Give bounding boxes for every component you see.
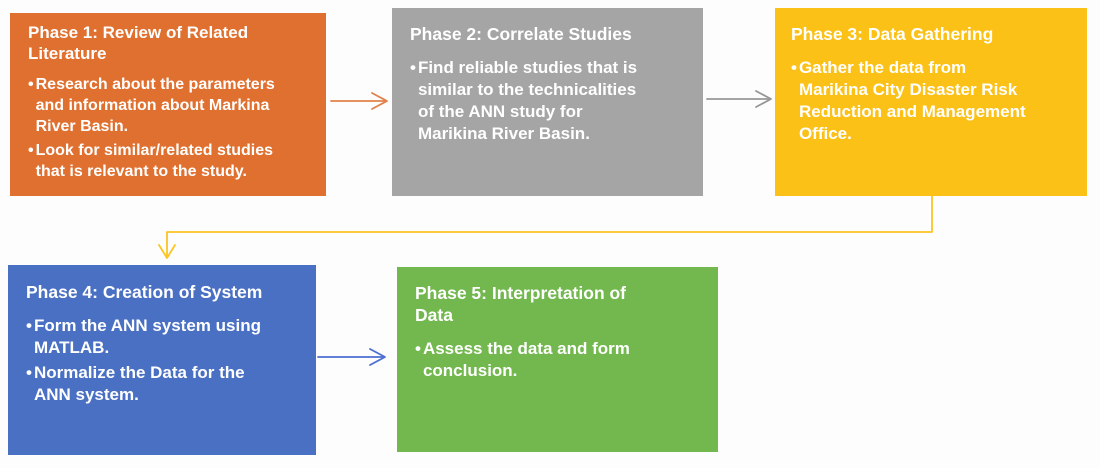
phase-2-box: Phase 2: Correlate Studies • Find reliab… bbox=[392, 8, 703, 196]
phase-5-box: Phase 5: Interpretation of Data • Assess… bbox=[397, 267, 718, 452]
bullet-icon: • bbox=[415, 339, 421, 358]
arrow-phase1-to-phase2-icon bbox=[330, 92, 388, 110]
phase-4-bullet-1: • Form the ANN system using MATLAB. bbox=[26, 315, 298, 359]
phase-4-bullet-1-text: Form the ANN system using MATLAB. bbox=[33, 316, 261, 357]
phase-1-box: Phase 1: Review of Related Literature • … bbox=[10, 13, 326, 196]
phase-3-box: Phase 3: Data Gathering • Gather the dat… bbox=[775, 8, 1087, 196]
phase-5-bullet-1-text: Assess the data and form conclusion. bbox=[422, 339, 630, 380]
phase-3-bullet-1-text: Gather the data from Marikina City Disas… bbox=[798, 58, 1026, 143]
phase-2-bullet-1-text: Find reliable studies that is similar to… bbox=[417, 58, 638, 143]
bullet-icon: • bbox=[410, 58, 416, 77]
phase-4-title: Phase 4: Creation of System bbox=[26, 282, 263, 302]
bullet-icon: • bbox=[26, 316, 32, 335]
bullet-icon: • bbox=[26, 363, 32, 382]
phase-1-title: Phase 1: Review of Related Literature bbox=[28, 23, 249, 63]
phase-3-bullet-1: • Gather the data from Marikina City Dis… bbox=[791, 57, 1071, 145]
phase-2-bullet-1: • Find reliable studies that is similar … bbox=[410, 57, 685, 145]
arrow-phase3-to-phase4-icon bbox=[158, 195, 933, 259]
phase-3-title: Phase 3: Data Gathering bbox=[791, 24, 994, 44]
phase-2-title: Phase 2: Correlate Studies bbox=[410, 24, 632, 44]
arrow-phase4-to-phase5-icon bbox=[317, 348, 386, 366]
phase-4-bullet-2-text: Normalize the Data for the ANN system. bbox=[33, 363, 245, 404]
arrow-phase2-to-phase3-icon bbox=[706, 90, 772, 108]
phase-5-bullet-1: • Assess the data and form conclusion. bbox=[415, 338, 700, 382]
phase-1-bullet-1-text: Research about the parameters and inform… bbox=[35, 76, 275, 135]
bullet-icon: • bbox=[28, 76, 34, 93]
phase-1-bullet-1: • Research about the parameters and info… bbox=[28, 74, 308, 137]
bullet-icon: • bbox=[28, 142, 34, 159]
phase-5-title: Phase 5: Interpretation of Data bbox=[415, 283, 627, 325]
phase-4-box: Phase 4: Creation of System • Form the A… bbox=[8, 265, 316, 455]
phase-4-bullet-2: • Normalize the Data for the ANN system. bbox=[26, 362, 298, 406]
phase-1-bullet-2-text: Look for similar/related studies that is… bbox=[35, 142, 274, 180]
phase-1-bullet-2: • Look for similar/related studies that … bbox=[28, 140, 308, 182]
bullet-icon: • bbox=[791, 58, 797, 77]
